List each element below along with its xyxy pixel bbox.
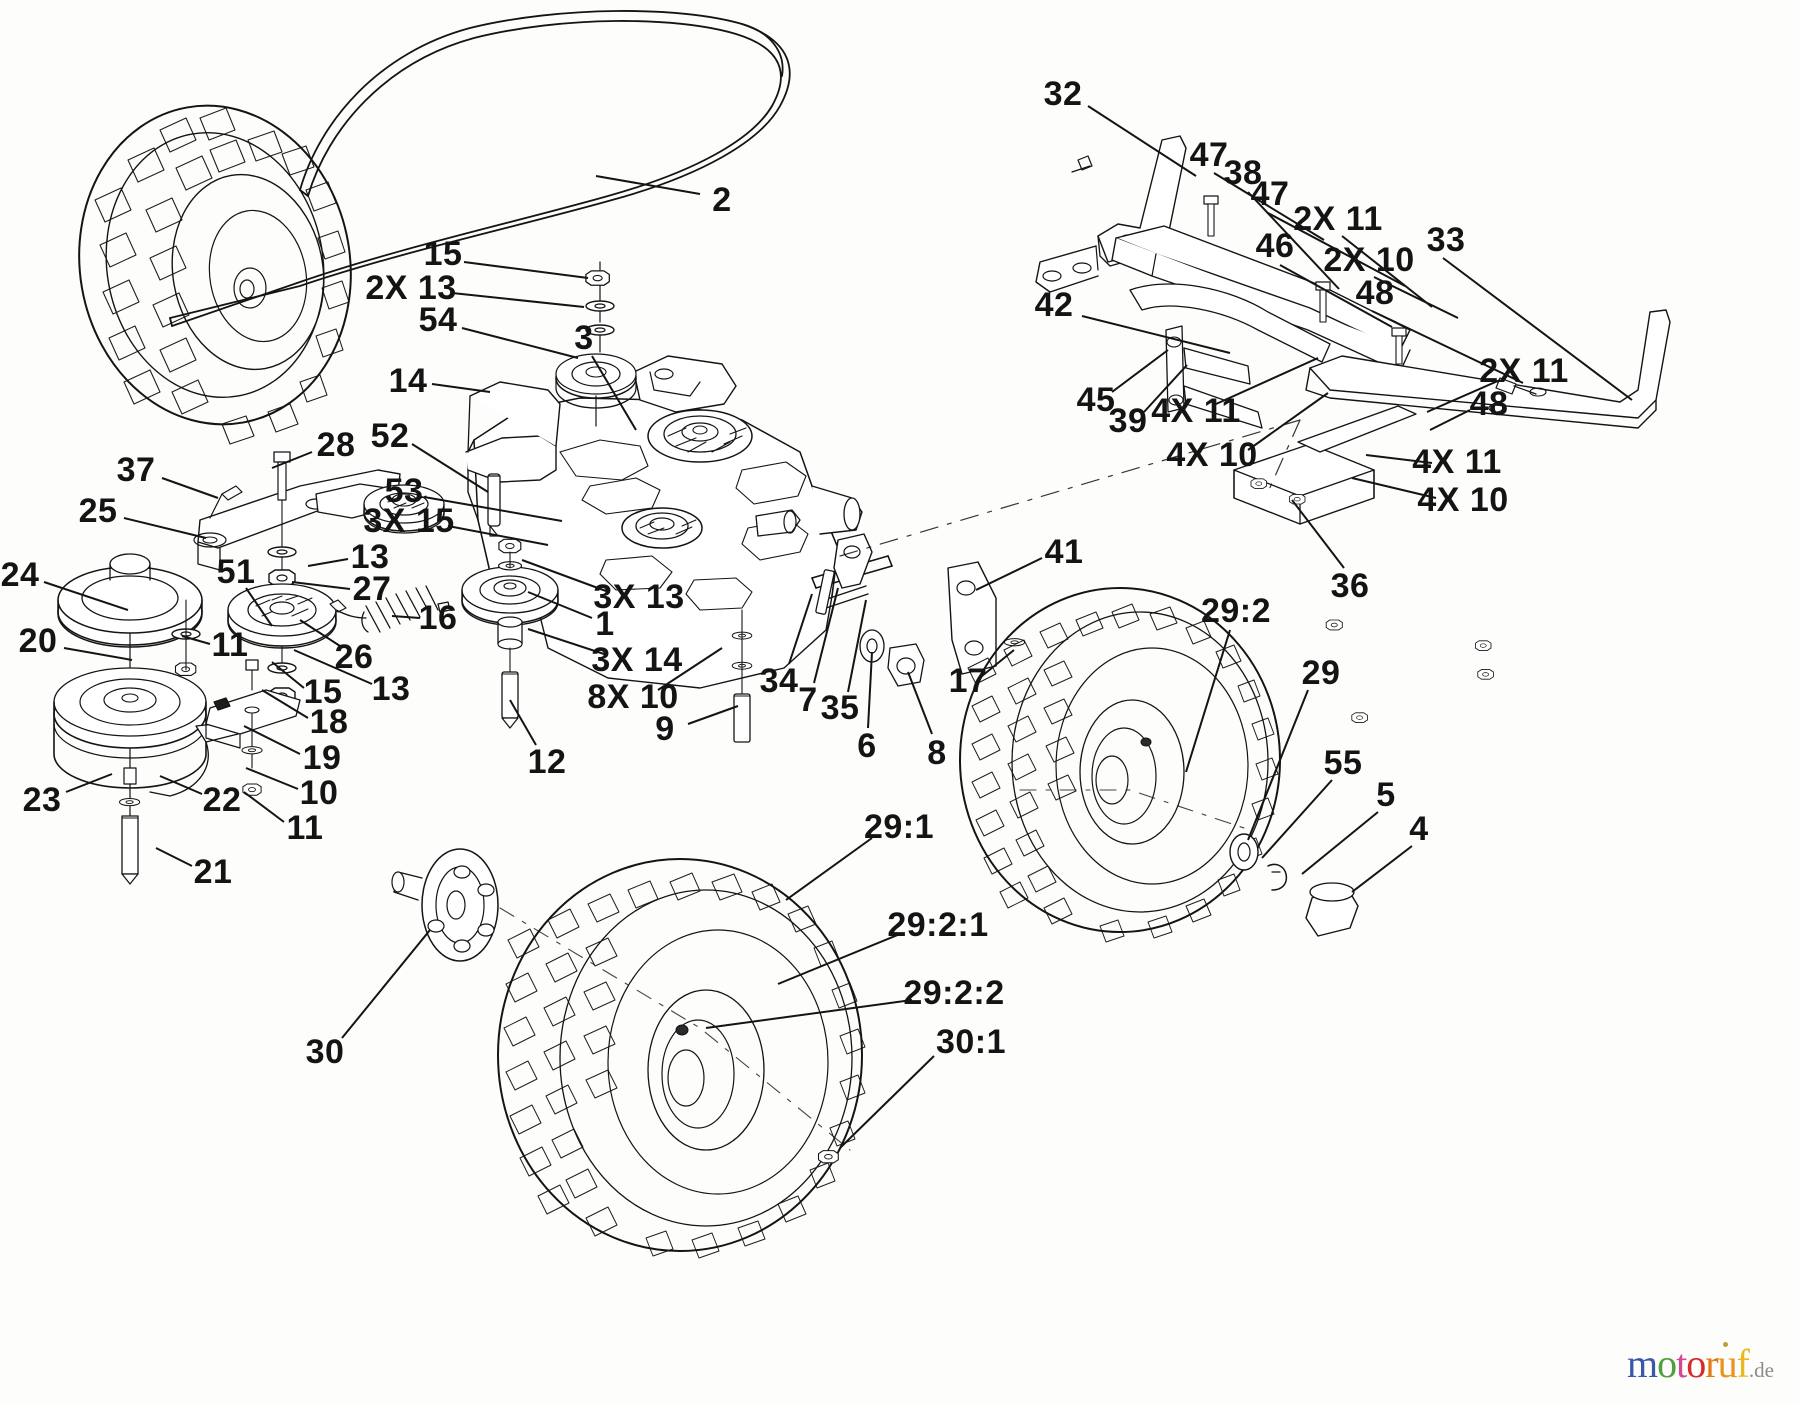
callout-13: 13 bbox=[350, 538, 390, 576]
watermark-accent-dot bbox=[1723, 1342, 1728, 1347]
callout-2x-11: 2X 11 bbox=[1293, 200, 1383, 238]
callout-3x-13: 3X 13 bbox=[593, 578, 685, 616]
callout-32: 32 bbox=[1043, 75, 1083, 113]
callout-5: 5 bbox=[1376, 776, 1396, 814]
callout-2x-13: 2X 13 bbox=[365, 269, 457, 307]
transaxle-housing bbox=[465, 355, 863, 689]
callout-13: 13 bbox=[371, 670, 411, 708]
axle-parts-right bbox=[1229, 833, 1359, 937]
motoruf-watermark: motoruf.de bbox=[1627, 1341, 1774, 1386]
callout-42: 42 bbox=[1034, 286, 1074, 324]
callout-8: 8 bbox=[927, 734, 947, 772]
callout-12: 12 bbox=[527, 743, 567, 781]
callout-54: 54 bbox=[418, 301, 458, 339]
extension-spring-16 bbox=[329, 585, 451, 633]
bail-handle-bar bbox=[169, 10, 791, 327]
callout-48: 48 bbox=[1469, 385, 1509, 423]
callout-16: 16 bbox=[418, 599, 458, 637]
callout-24: 24 bbox=[0, 556, 40, 594]
callout-30-1: 30:1 bbox=[935, 1023, 1007, 1061]
watermark-letters: motoruf bbox=[1627, 1341, 1750, 1386]
watermark-letter: u bbox=[1717, 1341, 1738, 1386]
callout-3: 3 bbox=[574, 319, 594, 357]
callout-39: 39 bbox=[1108, 402, 1148, 440]
callout-2x-10: 2X 10 bbox=[1323, 241, 1415, 279]
front-tire-upper-left bbox=[78, 104, 352, 445]
callout-29: 29 bbox=[1301, 654, 1341, 692]
callout-2x-11: 2X 11 bbox=[1479, 352, 1569, 390]
watermark-letter: f bbox=[1736, 1341, 1750, 1386]
callout-29-2: 29:2 bbox=[1200, 592, 1272, 630]
callout-18: 18 bbox=[309, 703, 349, 741]
watermark-letter: o bbox=[1657, 1341, 1677, 1386]
callout-51: 51 bbox=[216, 553, 256, 591]
callout-48: 48 bbox=[1355, 274, 1395, 312]
callout-11: 11 bbox=[211, 626, 249, 664]
watermark-letter: r bbox=[1705, 1341, 1718, 1386]
idler-pulley-24 bbox=[57, 553, 203, 675]
callout-36: 36 bbox=[1330, 567, 1370, 605]
watermark-letter: m bbox=[1627, 1341, 1658, 1386]
callout-52: 52 bbox=[370, 417, 410, 455]
callout-3x-15: 3X 15 bbox=[363, 502, 455, 540]
rear-tire-bottom bbox=[497, 858, 866, 1259]
callout-8x-10: 8X 10 bbox=[587, 678, 679, 716]
callout-15: 15 bbox=[423, 235, 463, 273]
callout-15: 15 bbox=[303, 673, 343, 711]
callout-4x-10: 4X 10 bbox=[1417, 481, 1509, 519]
clutch-pulley-20-23 bbox=[53, 667, 239, 885]
callout-46: 46 bbox=[1255, 227, 1295, 265]
callout-45: 45 bbox=[1076, 381, 1116, 419]
callout-28: 28 bbox=[316, 426, 356, 464]
callout-35: 35 bbox=[820, 689, 860, 727]
callout-33: 33 bbox=[1426, 221, 1466, 259]
callout-29-2-2: 29:2:2 bbox=[903, 974, 1005, 1012]
callout-3x-14: 3X 14 bbox=[591, 641, 683, 679]
callout-37: 37 bbox=[116, 451, 156, 489]
watermark-letter: o bbox=[1686, 1341, 1706, 1386]
callout-4x-11: 4X 11 bbox=[1412, 443, 1502, 481]
callout-47: 47 bbox=[1250, 175, 1290, 213]
callout-29-2-1: 29:2:1 bbox=[887, 906, 989, 944]
callout-11: 11 bbox=[286, 809, 324, 847]
callout-22: 22 bbox=[202, 781, 242, 819]
callout-7: 7 bbox=[798, 681, 818, 719]
callout-53: 53 bbox=[384, 472, 424, 510]
callout-4x-10: 4X 10 bbox=[1166, 436, 1258, 474]
callout-14: 14 bbox=[388, 362, 428, 400]
callout-38: 38 bbox=[1223, 154, 1263, 192]
watermark-suffix: .de bbox=[1748, 1358, 1774, 1382]
callout-25: 25 bbox=[78, 492, 118, 530]
callout-1: 1 bbox=[595, 605, 615, 643]
callout-55: 55 bbox=[1323, 744, 1363, 782]
callout-29-1: 29:1 bbox=[863, 808, 935, 846]
callout-34: 34 bbox=[759, 662, 799, 700]
callout-47: 47 bbox=[1189, 136, 1229, 174]
plate-19 bbox=[205, 659, 301, 796]
callout-20: 20 bbox=[18, 622, 58, 660]
callout-17: 17 bbox=[948, 662, 988, 700]
callout-4: 4 bbox=[1409, 810, 1429, 848]
hub-nut-30-1 bbox=[817, 1150, 839, 1164]
callout-41: 41 bbox=[1044, 533, 1084, 571]
callout-21: 21 bbox=[193, 853, 233, 891]
wheel-hub-30 bbox=[391, 848, 499, 962]
callout-4x-11: 4X 11 bbox=[1151, 392, 1241, 430]
callout-19: 19 bbox=[302, 739, 342, 777]
callout-26: 26 bbox=[334, 638, 374, 676]
callout-23: 23 bbox=[22, 781, 62, 819]
callout-30: 30 bbox=[305, 1033, 345, 1071]
callout-27: 27 bbox=[352, 570, 392, 608]
callout-10: 10 bbox=[299, 774, 339, 812]
callout-2: 2 bbox=[712, 181, 732, 219]
callout-9: 9 bbox=[655, 710, 675, 748]
callout-6: 6 bbox=[857, 727, 877, 765]
plate-41 bbox=[947, 561, 1026, 675]
watermark-letter: t bbox=[1676, 1341, 1687, 1386]
